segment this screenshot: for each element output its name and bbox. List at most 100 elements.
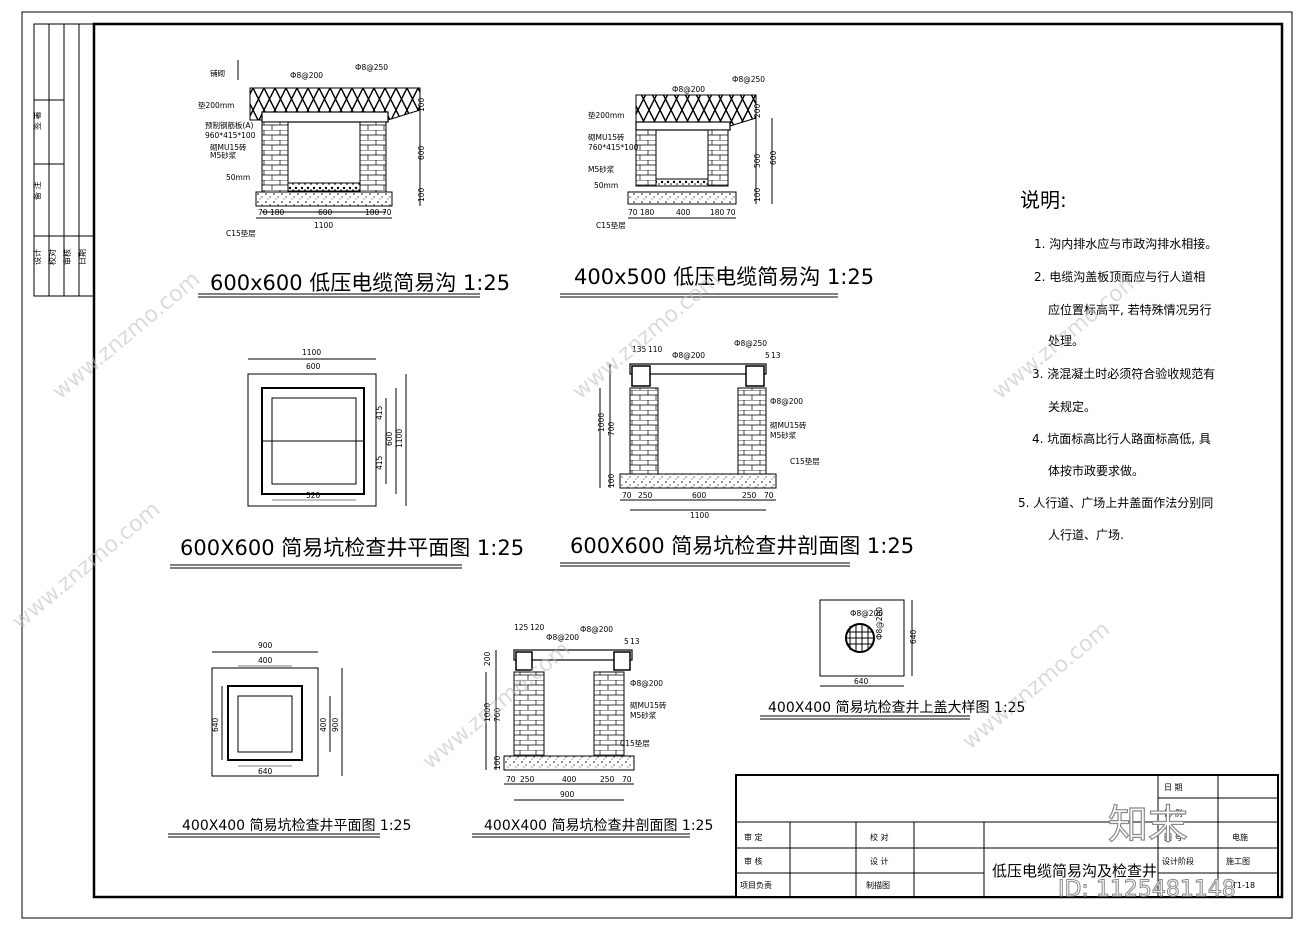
v4-total: 1100 [690, 511, 709, 520]
view-400-trench: Ф8@200 Ф8@250 垫200mm 砌MU15砖 760*415*100 … [560, 75, 874, 298]
v4-t6: 13 [771, 351, 781, 360]
v5-bottom: 640 [258, 767, 273, 776]
v2-d2: Ф8@250 [732, 75, 765, 84]
note-line-6: 关规定。 [1048, 399, 1096, 414]
outer-frame [21, 11, 1293, 919]
left-strip: 签 署 备 注 设计 校对 审核 日期 [32, 23, 95, 297]
watermark-text-1: www.znzmo.com [48, 267, 205, 405]
v2-lbl6: 砌MU15砖 [588, 132, 625, 142]
v2-w1: 70 [628, 208, 638, 217]
v6-b4: 250 [600, 775, 615, 784]
title-block: 审 定 校 对 审 核 设 计 项目负责 制描图 日 期 比 例 图 号 电施 … [735, 774, 1279, 898]
caption-v2: 400x500 低压电缆简易沟 1:25 [574, 265, 874, 289]
v2-w5: 70 [726, 208, 736, 217]
v2-h1: 200 [753, 103, 762, 118]
note-line-4: 处理。 [1048, 334, 1084, 348]
v4-lbl1: 砌MU15砖 [770, 420, 807, 430]
watermark-id: ID: 1125481148 [1058, 877, 1236, 902]
view-600-plan: 1100 600 520 415 415 600 1100 600X600 简易… [170, 348, 524, 569]
v1-d1: Ф8@200 [290, 71, 323, 80]
v5-left: 640 [211, 717, 220, 732]
note-line-10: 人行道、广场. [1048, 528, 1124, 542]
v6-h3: 1000 [483, 703, 492, 722]
tb-lead: 项目负责 [740, 880, 772, 890]
v2-w4: 180 [710, 208, 725, 217]
v4-t1: 135 [632, 345, 647, 354]
v2-lbl3: 50mm [594, 181, 618, 190]
v1-w2: 180 [270, 208, 285, 217]
v1-lbl4: 960*415*100 [205, 131, 256, 140]
note-line-8: 体按市政要求做。 [1048, 463, 1144, 478]
v2-h4: 600 [769, 150, 778, 165]
caption-v1: 600x600 低压电缆简易沟 1:25 [210, 271, 510, 295]
v4-b4: 250 [742, 491, 757, 500]
v1-lbl2: 垫200mm [198, 100, 234, 110]
v1-h3: 100 [417, 187, 426, 202]
tb-drawing-no: T1-18 [1231, 881, 1255, 890]
v3-r4: 1100 [395, 429, 404, 448]
v6-lbl3: C15垫层 [620, 738, 650, 748]
v6-t2: 120 [530, 623, 545, 632]
v4-lbl3: C15垫层 [790, 456, 820, 466]
v5-r1: 400 [319, 717, 328, 732]
caption-v5: 400X400 简易坑检查井平面图 1:25 [182, 817, 411, 834]
v2-w3: 400 [676, 208, 691, 217]
v6-t4: Ф8@200 [580, 625, 613, 634]
notes-heading: 说明: [1020, 188, 1067, 212]
caption-v7: 400X400 简易坑检查井上盖大样图 1:25 [768, 699, 1025, 716]
v6-b5: 70 [622, 775, 632, 784]
left-strip-label-1: 签 署 [32, 111, 42, 130]
v6-h4: 100 [493, 755, 502, 770]
drawing-title: 低压电缆简易沟及检查井 [992, 862, 1157, 880]
view-400-cover: Ф8@200 Ф8@200 640 640 400X400 简易坑检查井上盖大样… [760, 599, 1025, 720]
v1-lbl1: 铺砌 [210, 68, 225, 78]
v4-b3: 600 [692, 491, 707, 500]
watermark-text-6: www.znzmo.com [958, 617, 1115, 755]
v6-lbl2: M5砂浆 [630, 710, 657, 720]
v4-t3: Ф8@200 [672, 351, 705, 360]
v1-lbl8: C15垫层 [226, 228, 256, 238]
v4-b1: 70 [622, 491, 632, 500]
v4-b5: 70 [764, 491, 774, 500]
v1-w5: 70 [382, 208, 392, 217]
v1-w1: 70 [258, 208, 268, 217]
v1-h2: 600 [417, 145, 426, 160]
tb-stage-value: 施工图 [1226, 856, 1250, 866]
view-600-section: 135 110 Ф8@200 Ф8@250 5 13 Ф8@200 砌MU15砖… [560, 339, 914, 567]
v4-t4: Ф8@250 [734, 339, 767, 348]
note-line-9: 5. 人行道、广场上井盖面作法分别同 [1018, 496, 1213, 510]
v7-w: 640 [854, 677, 869, 686]
v4-h3: 100 [607, 473, 616, 488]
notes-block: 说明: 1. 沟内排水应与市政沟排水相接。 2. 电缆沟盖板顶面应与行人道相 应… [1018, 188, 1217, 542]
v4-h2: 700 [607, 421, 616, 436]
v6-b3: 400 [562, 775, 577, 784]
note-line-7: 4. 坑面标高比行人路面标高低, 具 [1032, 431, 1211, 446]
v2-h3: 100 [753, 187, 762, 202]
v6-b1: 70 [506, 775, 516, 784]
tb-drafting: 制描图 [866, 880, 890, 890]
v2-lbl5: 垫200mm [588, 110, 624, 120]
tb-design: 设 计 [870, 856, 889, 866]
v6-lbl1: 砌MU15砖 [630, 700, 667, 710]
view-600-trench: Ф8@200 Ф8@250 铺砌 垫200mm 预制钢筋板(A) 960*415… [198, 60, 510, 298]
v3-r3: 600 [385, 431, 394, 446]
v6-side: Ф8@200 [630, 679, 663, 688]
v7-d1: Ф8@200 [850, 609, 883, 618]
caption-v4: 600X600 简易坑检查井剖面图 1:25 [570, 534, 914, 558]
v3-r1: 415 [375, 405, 384, 420]
watermark-logo: 知末 [1108, 802, 1188, 848]
v3-r2: 415 [375, 455, 384, 470]
v1-lbl6: M5砂浆 [210, 150, 237, 160]
v7-h: 640 [909, 629, 918, 644]
left-strip-label-3: 设计 [32, 249, 42, 265]
tb-audit: 审 核 [744, 856, 763, 866]
v6-h2: 700 [493, 707, 502, 722]
tb-stage-label: 设计阶段 [1162, 856, 1194, 866]
v1-d2: Ф8@250 [355, 63, 388, 72]
left-strip-label-5: 审核 [62, 249, 72, 265]
v7-d2: Ф8@200 [875, 607, 884, 640]
caption-v6: 400X400 简易坑检查井剖面图 1:25 [484, 817, 713, 834]
v4-t5: 5 [765, 351, 770, 360]
v1-h1: 100 [417, 97, 426, 112]
watermark-text-4: www.znzmo.com [8, 497, 165, 635]
